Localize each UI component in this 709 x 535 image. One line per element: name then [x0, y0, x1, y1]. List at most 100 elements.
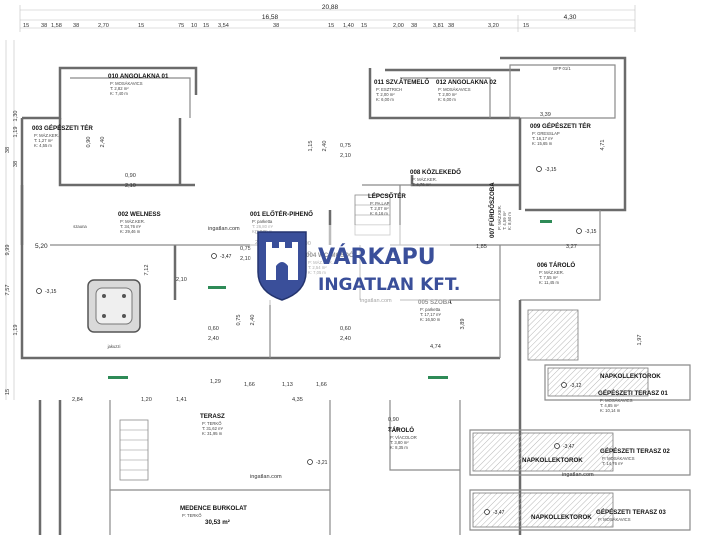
- room-name: GÉPÉSZETI TERASZ 01: [598, 389, 668, 397]
- room-name: TERASZ: [200, 413, 225, 420]
- plan-dim-value: 0,90: [125, 173, 136, 179]
- level-value: -3,47: [493, 510, 505, 516]
- plan-dim-value: 0,75: [340, 143, 351, 149]
- plan-dim-value: 1,66: [316, 382, 327, 388]
- solar-collector-hatching: [472, 309, 649, 528]
- watermark-text: ingatlan.com: [208, 226, 240, 232]
- top-dim-value: 15: [23, 23, 29, 29]
- plan-dim-value: 2,10: [176, 277, 187, 283]
- level-marker-icon: [307, 459, 313, 465]
- room-spec: P: PA.LAP: [370, 201, 390, 206]
- room-spec: T: 2,82 m²: [110, 86, 129, 91]
- side-dim-value: 38: [5, 147, 11, 153]
- room-spec: K: 6,16 m: [370, 211, 388, 216]
- room-spec: K: 31,95 m: [202, 431, 223, 436]
- level-value: -3,47: [563, 444, 575, 450]
- room-spec: P: MÁZ.KER.: [120, 219, 145, 224]
- room-spec: P: GRESSLAP: [532, 131, 560, 136]
- room-spec: P: TERKŐ: [182, 513, 202, 518]
- brand-logo: VÁRKAPU INGATLAN KFT.: [250, 225, 460, 305]
- room-spec: K: 11,45 m: [539, 280, 559, 285]
- level-value: -3,12: [570, 383, 582, 389]
- side-dim-value: 15: [5, 389, 11, 395]
- level-value: -3,47: [220, 254, 232, 260]
- top-dim-value: 15: [203, 23, 209, 29]
- plan-dim-value: 1,41: [176, 397, 187, 403]
- room-spec: T: 17,17 m²: [420, 312, 442, 317]
- level-value: -3,15: [585, 229, 597, 235]
- top-dim-value: 10: [191, 23, 197, 29]
- plan-dim-value: 1,20: [141, 397, 152, 403]
- top-dim-value: 15: [138, 23, 144, 29]
- level-markers: -3,15-3,15-3,15-3,21-3,12-3,47-3,47-3,47: [36, 166, 597, 516]
- top-dim-value: 3,81: [433, 23, 444, 29]
- room-spec: K: 8,35 m: [390, 445, 408, 450]
- side-dim-value: 9,99: [5, 245, 11, 256]
- top-dim-value: 1,58: [51, 23, 62, 29]
- room-spec: P: VÍACOLOR: [390, 435, 417, 440]
- top-dim-value: 38: [73, 23, 79, 29]
- room-name: 003 GÉPÉSZETI TÉR: [32, 124, 93, 132]
- side-dim-value: 7,57: [5, 285, 11, 296]
- sauna-label: szauna: [73, 224, 87, 229]
- room-name: 008 KÖZLEKEDŐ: [410, 169, 461, 176]
- top-dim-value: 38: [41, 23, 47, 29]
- solar-collector-label: NAPKOLLEKTOROK: [531, 514, 592, 521]
- room-spec: T: 1,27 m²: [34, 138, 53, 143]
- terrace-walls: [38, 300, 691, 535]
- plan-dim-value: 0,90: [388, 417, 399, 423]
- top-dim-value: 75: [178, 23, 184, 29]
- plan-dim-value: 2,40: [208, 336, 219, 342]
- room-spec: P: MOSÁKAVICS: [602, 456, 635, 461]
- plan-dim-value: 2,10: [240, 256, 251, 262]
- solar-collector-label: NAPKOLLEKTOROK: [522, 457, 583, 464]
- side-dim-value: 38: [13, 161, 19, 167]
- room-name: 009 GÉPÉSZETI TÉR: [530, 122, 591, 130]
- dim-right-total: 4,30: [564, 14, 577, 21]
- plan-dim-value: 0,75: [240, 246, 251, 252]
- dim-left-total: 16,58: [262, 14, 279, 21]
- room-spec: K: 6,00 m: [376, 97, 394, 102]
- room-name: TÁROLÓ: [388, 426, 414, 434]
- room-spec: P: TERKŐ: [202, 421, 222, 426]
- room-name: 012 ANGOLAKNA 02: [436, 79, 497, 86]
- main-walls: [20, 56, 627, 360]
- level-marker-icon: [536, 166, 542, 172]
- top-dim-value: 38: [273, 23, 279, 29]
- plan-dim-value: 4,74: [430, 344, 441, 350]
- room-spec: K: 7,40 m: [110, 91, 128, 96]
- jacuzzi-label: jakuzzi: [107, 344, 121, 349]
- room-spec: K: 8,60 m: [507, 212, 512, 230]
- plan-dim-value: 3,39: [540, 112, 551, 118]
- room-spec: P: MÁZ.KER.: [34, 133, 59, 138]
- jacuzzi: jakuzzi: [87, 279, 141, 349]
- plan-dim-value: 5,20: [35, 243, 48, 250]
- room-name: GÉPÉSZETI TERASZ 02: [600, 447, 670, 455]
- top-dim-value: 2,00: [393, 23, 404, 29]
- room-name: GÉPÉSZETI TERASZ 03: [596, 508, 666, 516]
- level-marker-icon: [484, 509, 490, 515]
- radiators: [108, 220, 552, 379]
- level-marker-icon: [576, 228, 582, 234]
- room-spec: P: MÁZ.KER.: [412, 177, 437, 182]
- plan-dim-value: 1,15: [308, 141, 314, 152]
- side-dim-value: 1,30: [13, 111, 19, 122]
- level-value: -3,15: [545, 167, 557, 173]
- dim-total: 20,88: [322, 4, 339, 11]
- room-spec: K: 10,14 m: [600, 408, 621, 413]
- room-spec: K: 4,55 m: [34, 143, 52, 148]
- room-spec: P: ESZTRICH: [376, 87, 402, 92]
- side-dim-value: 1,19: [13, 127, 19, 138]
- plan-dim-value: 3,89: [460, 319, 466, 330]
- watermark-text: ingatlan.com: [562, 472, 594, 478]
- room-name: 007 FÜRDŐSZOBA: [489, 182, 496, 238]
- top-dim-value: 38: [448, 23, 454, 29]
- room-spec: T: 7,55 m²: [539, 275, 558, 280]
- room-spec: K: 6,00 m: [438, 97, 456, 102]
- plan-dim-value: 4,71: [600, 140, 606, 151]
- plan-dim-value: 2,10: [125, 183, 136, 189]
- plan-dim-value: 0,75: [236, 315, 242, 326]
